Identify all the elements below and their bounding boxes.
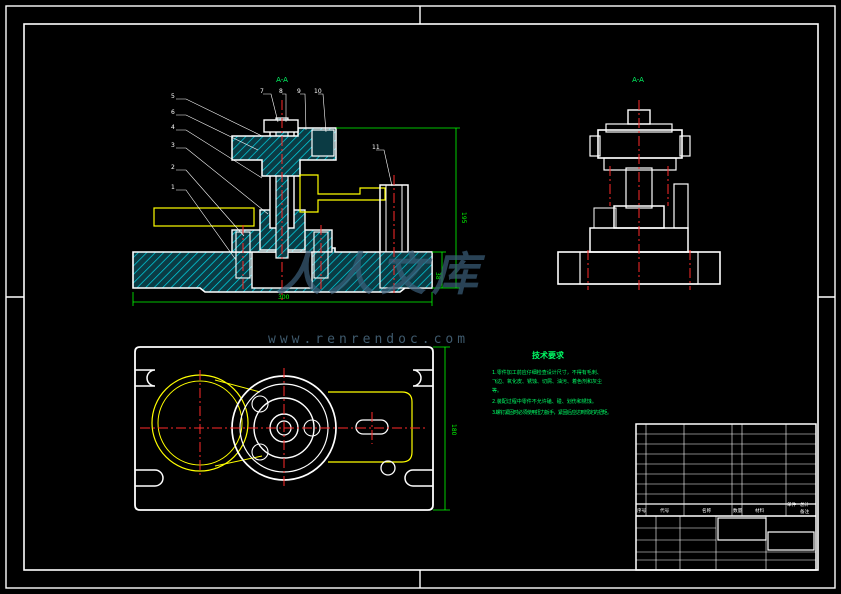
dim-base-height: 38	[434, 272, 441, 280]
callout-1: 1	[171, 184, 175, 191]
callout-2: 2	[171, 164, 175, 171]
front-section-view: A-A	[132, 76, 467, 306]
dim-plan-height: 180	[450, 424, 457, 436]
title-header-qty: 数量	[733, 507, 743, 514]
side-section-view: A-A	[557, 76, 721, 292]
watermark-url: www.renrendoc.com	[268, 332, 470, 347]
title-header-note: 备注	[800, 508, 810, 515]
callout-3: 3	[171, 142, 175, 149]
side-section-label: A-A	[632, 76, 644, 84]
callout-7: 7	[260, 88, 264, 95]
watermark-logo: 人人文库	[276, 247, 484, 301]
title-block	[635, 423, 817, 571]
tech-line-4: 2.装配过程中零件不允许磕、碰、划伤和锈蚀。	[492, 398, 597, 405]
callout-5: 5	[171, 93, 175, 100]
callout-8: 8	[279, 88, 283, 95]
callout-6: 6	[171, 109, 175, 116]
dim-height: 195	[460, 212, 467, 224]
title-header-unit: 单件	[787, 501, 797, 508]
tech-line-1: 1.零件加工前应仔细检查设计尺寸，不得有毛刺、	[492, 369, 602, 376]
frame-centering-marks	[6, 6, 835, 588]
callout-10: 10	[314, 88, 322, 95]
tech-line-5: 3.螺钉紧固时必须使用扭力扳手，紧固后应达到规定的扭矩。	[492, 409, 612, 416]
title-header-total: 总计	[800, 501, 810, 508]
title-header-name: 名称	[702, 507, 712, 514]
callout-11: 11	[372, 144, 380, 151]
plan-view: 180	[134, 346, 457, 511]
tech-requirements-title: 技术要求	[532, 350, 565, 360]
tech-requirements: 技术要求 1.零件加工前应仔细检查设计尺寸，不得有毛刺、 飞边、氧化皮、锈蚀、切…	[492, 350, 612, 416]
title-header-code: 代号	[660, 507, 670, 514]
tech-line-3: 等。	[492, 387, 502, 394]
dim-width: 300	[278, 294, 290, 301]
tech-line-2: 飞边、氧化皮、锈蚀、切屑、油污、着色剂和灰尘	[492, 378, 602, 385]
title-header-material: 材料	[755, 507, 765, 514]
callout-4: 4	[171, 124, 175, 131]
front-section-label: A-A	[276, 76, 288, 84]
callout-9: 9	[297, 88, 301, 95]
title-header-seq: 序号	[637, 507, 647, 514]
